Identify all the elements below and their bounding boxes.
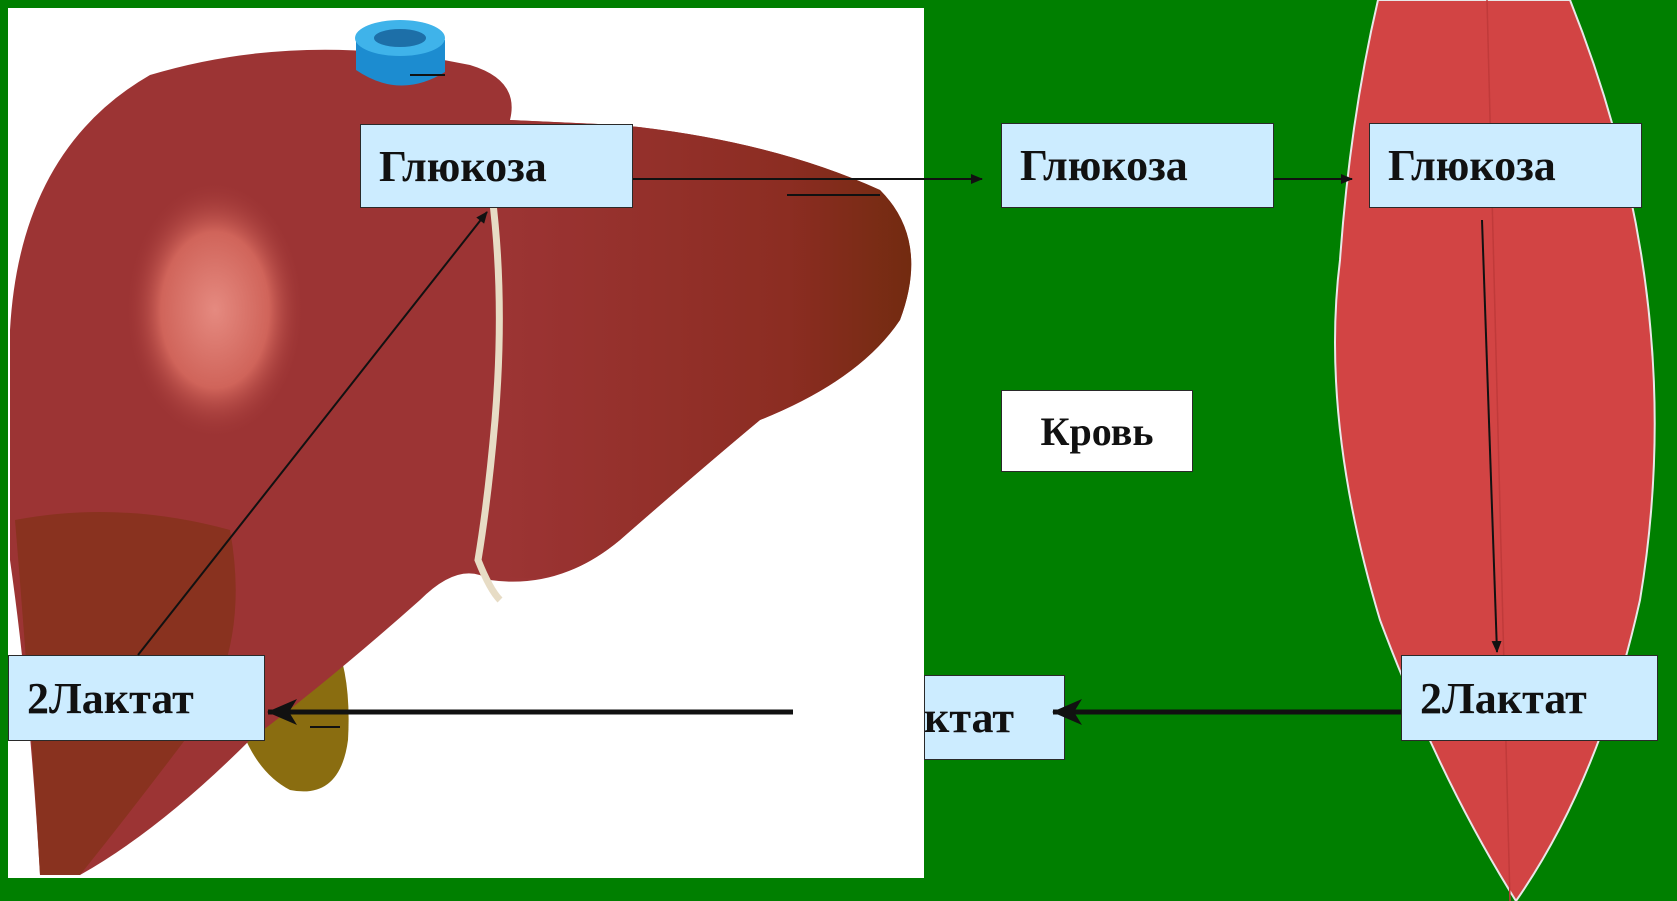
arrow-muscle-glucose-to-lactate <box>1482 220 1497 652</box>
arrow-lactate-to-glucose <box>138 212 487 655</box>
